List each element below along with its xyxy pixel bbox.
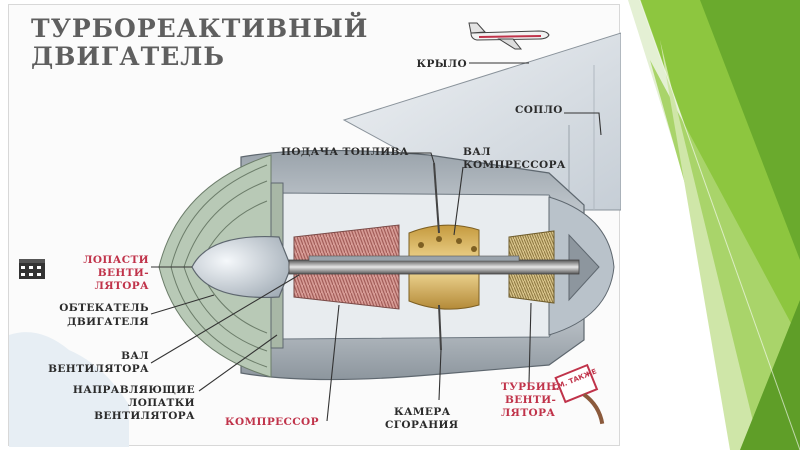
label-fan-blades-1: ЛОПАСТИ xyxy=(83,254,149,266)
label-cowling-1: ОБТЕКАТЕЛЬ xyxy=(59,302,149,314)
label-fan-shaft-2: ВЕНТИЛЯТОРА xyxy=(48,363,149,375)
label-combustion-2: СГОРАНИЯ xyxy=(385,419,459,431)
label-fan-shaft-1: ВАЛ xyxy=(121,350,149,362)
label-wing: КРЫЛО xyxy=(417,58,468,70)
label-compressor: КОМПРЕССОР xyxy=(225,416,319,428)
airplane-icon xyxy=(468,22,550,50)
compressor-shaft xyxy=(308,255,520,262)
label-fan-turbine-3: ЛЯТОРА xyxy=(501,407,555,419)
stamp-icon: СМ. ТАКЖЕ xyxy=(552,363,605,425)
diagram-title-line2: ДВИГАТЕЛЬ xyxy=(31,42,225,71)
map-background xyxy=(9,332,129,447)
diagram-frame: ТУРБОРЕАКТИВНЫЙ ДВИГАТЕЛЬ xyxy=(8,4,621,447)
label-fan-blades-3: ЛЯТОРА xyxy=(95,280,149,292)
label-fan-blades-2: ВЕНТИ- xyxy=(98,267,149,279)
label-cowling-2: ДВИГАТЕЛЯ xyxy=(67,316,149,328)
label-nozzle: СОПЛО xyxy=(515,104,563,116)
engine-diagram: ТУРБОРЕАКТИВНЫЙ ДВИГАТЕЛЬ xyxy=(9,12,621,447)
label-guide-vanes-1: НАПРАВЛЯЮЩИЕ xyxy=(73,384,195,396)
fan-shaft xyxy=(288,259,580,275)
diagram-title-line1: ТУРБОРЕАКТИВНЫЙ xyxy=(31,12,368,43)
label-guide-vanes-3: ВЕНТИЛЯТОРА xyxy=(94,410,195,422)
label-compressor-shaft-2: КОМПРЕССОРА xyxy=(463,159,566,171)
label-fan-turbine-1: ТУРБИНА xyxy=(501,381,565,393)
label-fan-turbine-2: ВЕНТИ- xyxy=(505,394,556,406)
label-fuel-supply: ПОДАЧА ТОПЛИВА xyxy=(281,146,409,158)
film-icon xyxy=(19,259,45,279)
decorative-green-facets xyxy=(628,0,800,450)
label-guide-vanes-2: ЛОПАТКИ xyxy=(128,397,195,409)
label-combustion-1: КАМЕРА xyxy=(394,406,451,418)
label-compressor-shaft-1: ВАЛ xyxy=(463,146,491,158)
